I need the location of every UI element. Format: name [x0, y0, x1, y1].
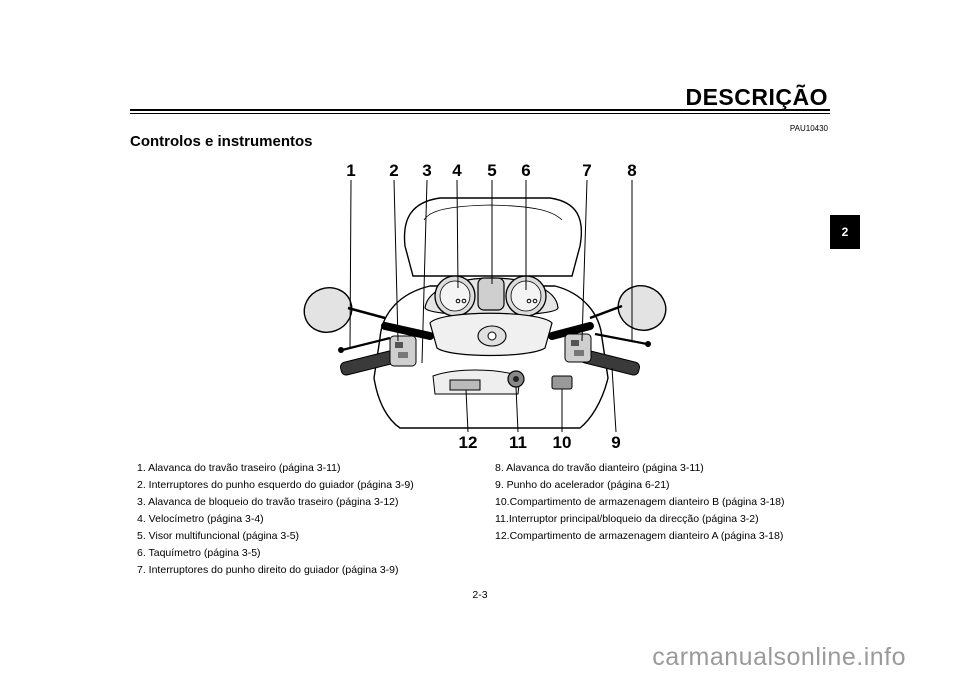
callout-1: 1 [346, 161, 355, 180]
legend-item: 12.Compartimento de armazenagem dianteir… [495, 530, 784, 542]
storage-compartment-b [551, 375, 573, 390]
callout-10: 10 [553, 433, 572, 452]
document-code: PAU10430 [789, 124, 828, 133]
callout-7: 7 [582, 161, 591, 180]
header-rule-thick [130, 109, 830, 111]
left-mirror [303, 287, 353, 333]
scooter-controls-illustration: 1 2 3 4 5 6 7 8 12 11 10 9 [303, 161, 667, 452]
legend-item: 8. Alavanca do travão dianteiro (página … [495, 462, 704, 474]
legend-item: 6. Taquímetro (página 3-5) [137, 547, 261, 559]
watermark: carmanualsonline.info [652, 643, 906, 671]
legend-right: 8. Alavanca do travão dianteiro (página … [495, 460, 785, 545]
chapter-tab: 2 [830, 215, 860, 249]
callout-11: 11 [509, 433, 527, 452]
legend-left: 1. Alavanca do travão traseiro (página 3… [137, 460, 414, 579]
callout-9: 9 [611, 433, 620, 452]
right-mirror [617, 285, 667, 331]
windscreen [403, 197, 583, 277]
legend-item: 7. Interruptores do punho direito do gui… [137, 564, 399, 576]
right-switch-pod [564, 333, 592, 363]
section-title: Controlos e instrumentos [130, 133, 313, 150]
callout-2: 2 [389, 161, 398, 180]
legend-item: 2. Interruptores do punho esquerdo do gu… [137, 479, 414, 491]
page-title: DESCRIÇÃO [685, 84, 828, 110]
legend-item: 9. Punho do acelerador (página 6-21) [495, 479, 670, 491]
callout-4: 4 [452, 161, 462, 180]
legend-item: 3. Alavanca de bloqueio do travão trasei… [137, 496, 399, 508]
front-brake-lever [594, 332, 648, 346]
legend-item: 1. Alavanca do travão traseiro (página 3… [137, 462, 341, 474]
callout-3: 3 [422, 161, 431, 180]
callout-6: 6 [521, 161, 530, 180]
callout-5: 5 [487, 161, 496, 180]
callout-12: 12 [459, 433, 478, 452]
legend-item: 11.Interruptor principal/bloqueio da dir… [495, 513, 759, 525]
header-rule-thin [130, 113, 830, 114]
legend-item: 10.Compartimento de armazenagem dianteir… [495, 496, 785, 508]
storage-compartment-a [449, 379, 481, 391]
left-switch-pod [389, 335, 417, 367]
legend-item: 5. Visor multifuncional (página 3-5) [137, 530, 300, 542]
multifunction-display [477, 277, 505, 311]
page-number: 2-3 [472, 589, 488, 601]
legend-item: 4. Velocímetro (página 3-4) [137, 513, 264, 525]
callout-8: 8 [627, 161, 636, 180]
